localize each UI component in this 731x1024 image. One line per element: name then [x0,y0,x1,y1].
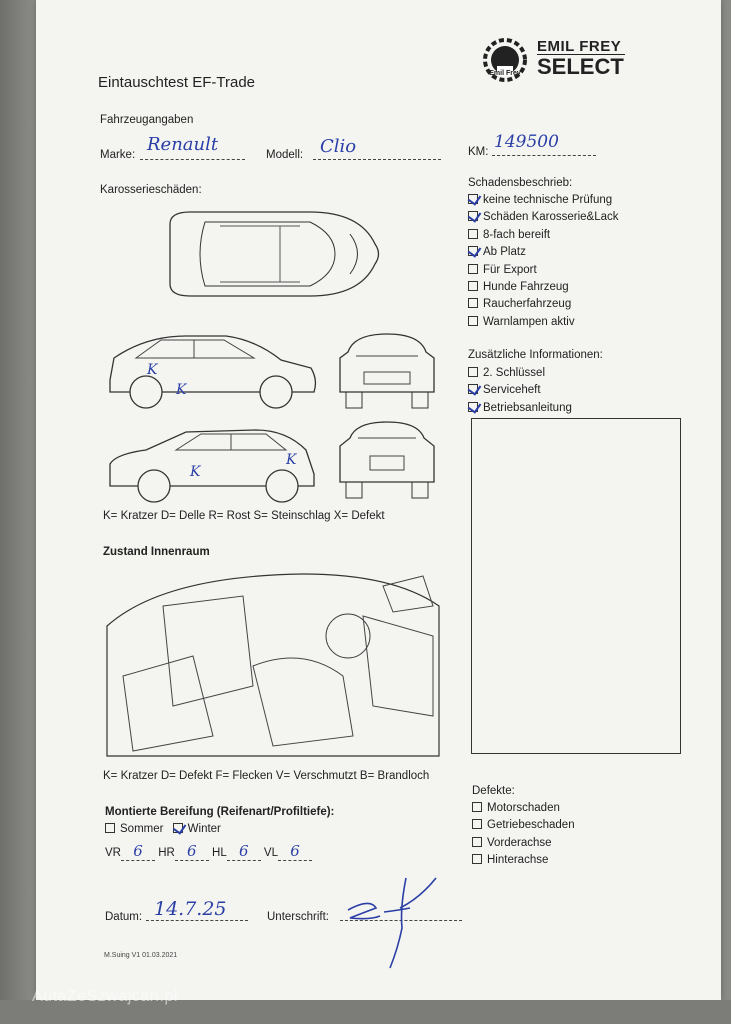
damage-report-item[interactable]: Schäden Karosserie&Lack [468,209,619,226]
brand-logo: Emil Frey EMIL FREY SELECT [477,34,627,86]
car-top-view [169,211,380,297]
defects-list: Motorschaden Getriebeschaden Vorderachse… [472,800,575,870]
signature-label: Unterschrift: [267,911,329,923]
extra-info-item[interactable]: Serviceheft [468,382,572,399]
extra-info-title: Zusätzliche Informationen: [468,349,603,361]
datum-label: Datum: [105,911,143,923]
km-value: 149500 [494,132,559,152]
extra-info-item[interactable]: Betriebsanleitung [468,400,572,417]
checkbox[interactable] [468,194,478,204]
marke-value: Renault [147,134,219,155]
vehicle-section-title: Fahrzeugangaben [100,114,194,126]
km-line [492,141,596,156]
damage-mark-2: K [176,382,187,398]
car-side-view-right [109,429,315,503]
modell-label: Modell: [266,149,304,161]
damage-report-list: keine technische Prüfung Schäden Karosse… [468,192,619,331]
checkbox[interactable] [468,211,478,222]
extra-info-list: 2. Schlüssel Serviceheft Betriebsanleitu… [468,365,572,417]
background-bottom [0,1000,731,1024]
checkbox[interactable] [468,315,478,326]
damage-report-item[interactable]: Raucherfahrzeug [468,296,619,313]
damage-report-item[interactable]: Für Export [468,262,619,279]
damage-report-item[interactable]: Hunde Fahrzeug [468,279,619,296]
extra-info-item[interactable]: 2. Schlüssel [468,365,572,382]
checkbox[interactable] [472,819,482,830]
damage-mark-4: K [286,452,297,468]
checkbox[interactable] [472,836,482,847]
damage-mark-3: K [190,464,201,480]
checkbox[interactable] [172,823,183,833]
brand-line2: SELECT [537,54,624,79]
km-label: KM: [468,146,489,158]
watermark: AutaZeSzwajcari.pl [32,988,178,1005]
defect-item[interactable]: Hinterachse [472,852,575,869]
body-damage-section-title: Karosserieschäden: [100,184,202,196]
modell-line [313,145,441,160]
hr-value: 6 [174,842,209,861]
interior-sketch [106,573,440,757]
checkbox[interactable] [468,298,478,309]
damage-report-title: Schadensbeschrieb: [468,177,573,189]
checkbox[interactable] [468,384,478,395]
checkbox[interactable] [472,802,482,812]
checkbox[interactable] [468,246,478,257]
damage-report-item[interactable]: Warnlampen aktiv [468,314,619,331]
modell-value: Clio [320,136,357,157]
defect-item[interactable]: Vorderachse [472,835,575,852]
interior-legend: K= Kratzer D= Defekt F= Flecken V= Versc… [103,770,430,782]
hl-value: 6 [226,842,261,861]
damage-report-item[interactable]: 8-fach bereift [468,227,619,244]
defects-title: Defekte: [472,785,515,797]
damage-mark-1: K [147,362,158,378]
defect-item[interactable]: Motorschaden [472,800,575,817]
background-left [0,0,36,1024]
marke-label: Marke: [100,149,136,161]
datum-line [146,906,248,921]
sommer-label: Sommer [120,823,164,835]
checkbox[interactable] [468,263,478,274]
page-title: Eintauschtest EF-Trade [98,74,256,91]
checkbox[interactable] [468,401,478,412]
notes-box[interactable] [471,418,681,754]
vl-value: 6 [278,842,312,861]
checkbox[interactable] [468,228,478,239]
body-damage-legend: K= Kratzer D= Delle R= Rost S= Steinschl… [103,510,385,522]
version-text: M.Suing V1 01.03.2021 [104,952,178,959]
signature-icon [347,877,437,969]
checkbox[interactable] [105,823,115,833]
checkbox[interactable] [472,854,482,865]
checkbox[interactable] [468,281,478,292]
damage-report-item[interactable]: keine technische Prüfung [468,192,619,209]
marke-line [140,145,245,160]
car-side-view-left [109,335,317,409]
car-front-view [339,333,435,409]
vr-value: 6 [120,842,155,861]
winter-label: Winter [187,823,221,835]
defect-item[interactable]: Getriebeschaden [472,817,575,834]
interior-section-title: Zustand Innenraum [103,546,210,558]
emblem-text: Emil Frey [489,70,521,77]
car-rear-view [339,421,435,499]
datum-value: 14.7.25 [154,898,227,920]
tire-type-row: Sommer Winter [105,823,221,835]
brand-divider [537,54,625,55]
checkbox[interactable] [468,367,478,377]
damage-report-item[interactable]: Ab Platz [468,244,619,261]
tires-section-title: Montierte Bereifung (Reifenart/Profiltie… [105,806,335,818]
emil-frey-emblem-icon: Emil Frey [483,38,527,82]
brand-line1: EMIL FREY [537,38,622,55]
